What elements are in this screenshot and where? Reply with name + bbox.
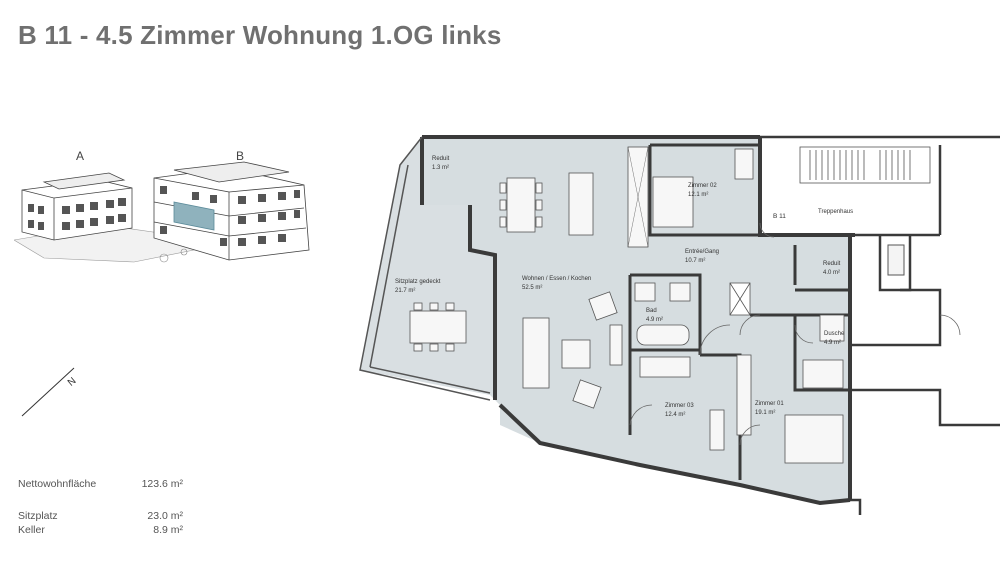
- entry-cabinet: [627, 146, 751, 316]
- north-label: N: [66, 376, 79, 389]
- building-label-a: A: [76, 149, 84, 163]
- stairs-label: Treppenhaus: [818, 209, 853, 215]
- building-b: [153, 161, 310, 261]
- page-title: B 11 - 4.5 Zimmer Wohnung 1.OG links: [18, 20, 502, 50]
- building-label-b: B: [236, 149, 244, 163]
- furniture: [409, 146, 845, 464]
- north-arrow: N: [21, 367, 79, 417]
- highlighted-unit: [173, 201, 215, 231]
- building-a: [21, 172, 133, 241]
- stair-steps: [799, 146, 931, 184]
- building-sketch: A B: [14, 149, 310, 263]
- unit-label: B 11: [773, 213, 786, 220]
